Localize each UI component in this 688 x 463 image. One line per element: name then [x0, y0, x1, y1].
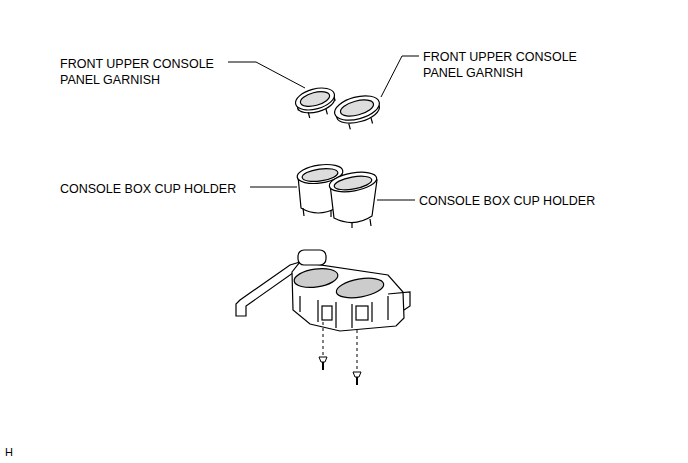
part-label: FRONT UPPER CONSOLE PANEL GARNISH — [60, 56, 232, 88]
part-label: CONSOLE BOX CUP HOLDER — [60, 181, 236, 197]
part-label: FRONT UPPER CONSOLE PANEL GARNISH — [423, 49, 595, 81]
cup-rim — [328, 169, 378, 195]
ring-inner — [299, 89, 331, 109]
screw-head — [319, 357, 327, 362]
screw-head — [353, 372, 361, 377]
base-arm — [236, 262, 300, 316]
garnish-rings — [293, 84, 384, 132]
cup-holders — [296, 162, 378, 228]
leader-line — [377, 200, 415, 201]
ring-outer — [332, 91, 382, 124]
base-clip — [356, 306, 368, 320]
assembly-line — [357, 330, 358, 370]
garnish-ring — [293, 84, 339, 121]
ring-tabs — [308, 108, 327, 119]
base-tab — [388, 292, 410, 310]
base-opening — [335, 275, 385, 301]
garnish-ring — [332, 91, 384, 132]
assembly-line — [323, 322, 324, 355]
ring-tabs — [349, 118, 373, 130]
ring-outer — [293, 84, 337, 114]
base-opening — [293, 266, 339, 290]
base-ribs — [300, 296, 388, 328]
leader-line — [228, 62, 305, 88]
base-clip — [322, 306, 332, 320]
part-label: CONSOLE BOX CUP HOLDER — [419, 193, 595, 209]
console-base — [236, 250, 410, 331]
figure-code: H — [5, 444, 13, 460]
cup-opening — [333, 174, 373, 192]
ring-inner — [339, 97, 375, 119]
screw — [319, 357, 327, 370]
cup-holder — [328, 169, 378, 228]
base-body — [292, 262, 404, 331]
cup-tabs — [352, 219, 371, 228]
cup-tabs — [303, 208, 331, 217]
screw-shank — [322, 362, 324, 370]
screws — [319, 322, 361, 385]
leader-lines — [228, 56, 419, 200]
base-knob — [298, 250, 326, 265]
screw — [353, 372, 361, 385]
leader-line — [250, 187, 297, 188]
leader-line — [381, 56, 419, 97]
screw-shank — [356, 377, 358, 385]
